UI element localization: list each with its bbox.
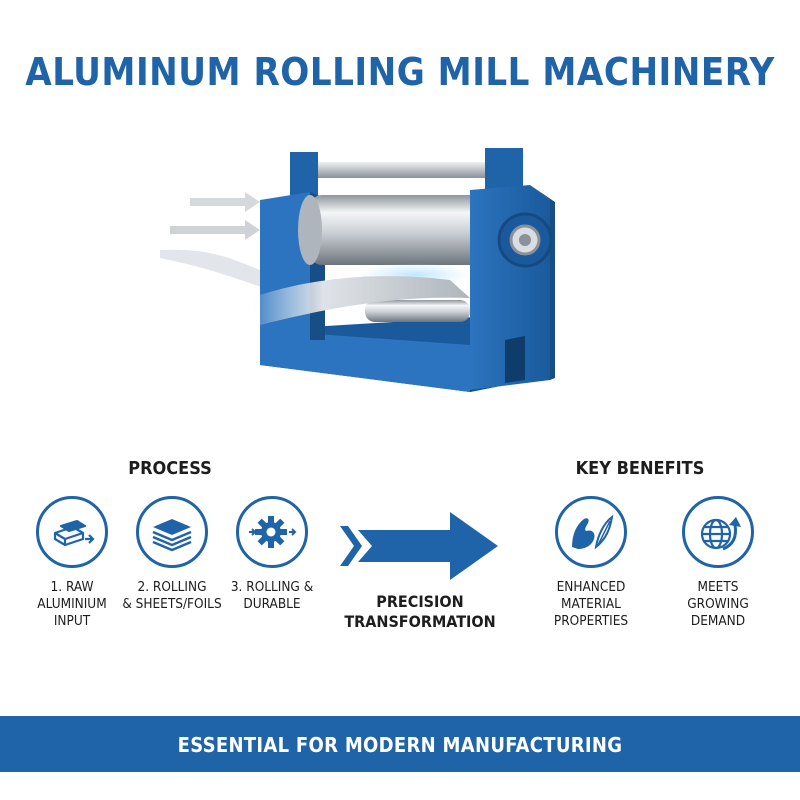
globe-arrow-icon [700,517,741,551]
benefit-2-circle [682,496,754,568]
step-3-label: 3. ROLLING & DURABLE [230,579,314,612]
step-1-circle [36,496,108,568]
process-heading: PROCESS [128,458,212,479]
step-1-label: 1. RAW ALUMINIUM INPUT [37,579,107,629]
ingot-icon [53,519,95,547]
rolling-mill-illustration [160,148,555,392]
sheets-stack-icon [152,519,192,552]
banner-text: ESSENTIAL FOR MODERN MANUFACTURING [177,733,623,757]
footer-banner: ESSENTIAL FOR MODERN MANUFACTURING [0,716,800,772]
page-title: ALUMINUM ROLLING MILL MACHINERY [25,50,775,94]
input-arrows [170,192,260,240]
step-2-circle [136,496,208,568]
precision-transformation-label: PRECISION TRANSFORMATION [344,592,496,631]
flexed-arm-feather-icon [572,514,614,550]
benefit-2-label: MEETS GROWING DEMAND [687,579,749,629]
transformation-arrow-icon [340,512,498,580]
gear-icon [249,516,297,548]
benefit-1-label: ENHANCED MATERIAL PROPERTIES [553,579,629,629]
benefits-heading: KEY BENEFITS [575,458,705,479]
step-2-label: 2. ROLLING & SHEETS/FOILS [122,579,222,612]
benefit-1-circle [555,496,627,568]
step-3-circle [236,496,308,568]
